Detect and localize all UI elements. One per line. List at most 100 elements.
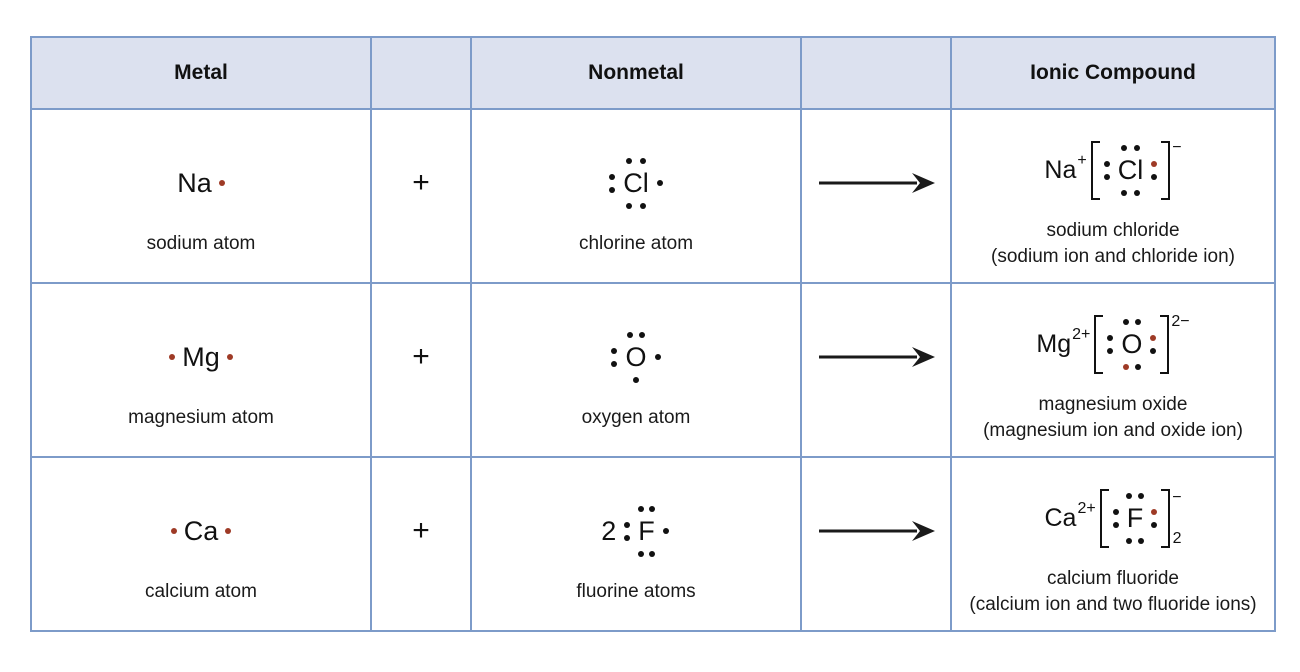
nonmetal-cell-fluorine: 2 F fluori xyxy=(470,456,802,632)
bracket-right xyxy=(1161,140,1171,200)
valence-dot xyxy=(1112,508,1119,515)
column-header-metal: Metal xyxy=(30,36,372,110)
valence-dot xyxy=(649,505,656,512)
operator-cell-plus: + xyxy=(370,282,472,458)
valence-dot xyxy=(169,354,176,361)
stoichiometric-coefficient: 2 xyxy=(601,515,617,546)
valence-dot xyxy=(1103,173,1110,180)
valence-dot xyxy=(1112,521,1119,528)
element-symbol-o: O xyxy=(625,341,647,372)
transferred-electron-dot xyxy=(1151,160,1158,167)
table-row: Ca calcium atom + 2 xyxy=(30,456,1276,632)
arrow-right-icon xyxy=(819,347,935,368)
operator-cell-arrow xyxy=(800,456,952,632)
label-chlorine-atom: chlorine atom xyxy=(578,233,694,255)
ionic-compound-cell-sodium-chloride: Na + Cl xyxy=(950,108,1276,284)
valence-dot xyxy=(1151,521,1158,528)
valence-dot xyxy=(170,528,177,535)
label-oxygen-atom: oxygen atom xyxy=(581,407,691,429)
metal-cell-calcium: Ca calcium atom xyxy=(30,456,372,632)
valence-dot xyxy=(1107,347,1114,354)
valence-dot xyxy=(1150,347,1157,354)
valence-dot xyxy=(1126,492,1133,499)
table-header: Metal Nonmetal Ionic Compound xyxy=(30,36,1276,110)
column-header-ionic-compound: Ionic Compound xyxy=(950,36,1276,110)
plus-icon: + xyxy=(412,340,430,374)
valence-dot xyxy=(226,354,233,361)
operator-cell-plus: + xyxy=(370,456,472,632)
header-spacer-arrow xyxy=(800,36,952,110)
anion-symbol-f: F xyxy=(1126,502,1144,533)
valence-dot xyxy=(632,376,639,383)
valence-dot xyxy=(639,157,646,164)
element-symbol-na: Na xyxy=(177,167,212,198)
valence-dot xyxy=(218,180,225,187)
label-sodium-chloride: sodium chloride xyxy=(1046,220,1180,242)
element-symbol-cl: Cl xyxy=(623,167,649,198)
valence-dot xyxy=(662,528,669,535)
operator-cell-arrow xyxy=(800,282,952,458)
lewis-structure-calcium-fluoride: Ca 2+ F xyxy=(952,470,1274,566)
table-row: Mg magnesium atom + xyxy=(30,282,1276,458)
ionic-compound-formation-table: Metal Nonmetal Ionic Compound Na xyxy=(30,36,1276,632)
valence-dot xyxy=(1137,537,1144,544)
label-calcium-atom: calcium atom xyxy=(145,581,257,603)
valence-dot xyxy=(225,528,232,535)
ionic-compound-cell-magnesium-oxide: Mg 2+ O xyxy=(950,282,1276,458)
label-calcium-fluoride: calcium fluoride xyxy=(1047,568,1179,590)
cation-charge: 2+ xyxy=(1077,499,1096,517)
valence-dot xyxy=(1135,318,1142,325)
bracket-left xyxy=(1094,314,1104,374)
cation-symbol-mg: Mg xyxy=(1036,329,1072,358)
anion-symbol-cl: Cl xyxy=(1117,154,1144,185)
table-row: Na sodium atom + xyxy=(30,108,1276,284)
bracket-left xyxy=(1090,140,1100,200)
anion-charge: 2− xyxy=(1171,312,1190,330)
nonmetal-cell-oxygen: O oxygen atom xyxy=(470,282,802,458)
lewis-structure-magnesium: Mg xyxy=(32,309,370,405)
anion-symbol-o: O xyxy=(1121,328,1143,359)
valence-dot xyxy=(609,173,616,180)
valence-dot xyxy=(1135,363,1142,370)
valence-dot xyxy=(1134,189,1141,196)
lewis-structure-magnesium-oxide: Mg 2+ O xyxy=(952,296,1274,392)
valence-dot xyxy=(611,360,618,367)
plus-icon: + xyxy=(412,166,430,200)
valence-dot xyxy=(637,505,644,512)
table-body: Na sodium atom + xyxy=(30,108,1276,632)
element-symbol-mg: Mg xyxy=(182,341,220,372)
element-symbol-f: F xyxy=(638,515,655,546)
valence-dot xyxy=(637,550,644,557)
valence-dot xyxy=(626,157,633,164)
valence-dot xyxy=(1103,160,1110,167)
valence-dot xyxy=(1120,144,1127,151)
header-row: Metal Nonmetal Ionic Compound xyxy=(30,36,1276,110)
arrow-right-icon xyxy=(819,521,935,542)
operator-cell-plus: + xyxy=(370,108,472,284)
label-magnesium-oxide: magnesium oxide xyxy=(1038,394,1188,416)
lewis-structure-chlorine: Cl xyxy=(472,135,800,231)
bracket-right xyxy=(1161,488,1171,548)
header-spacer-plus xyxy=(370,36,472,110)
metal-cell-sodium: Na sodium atom xyxy=(30,108,372,284)
cation-charge: + xyxy=(1077,151,1087,169)
cation-symbol-ca: Ca xyxy=(1044,503,1077,532)
ionic-compound-cell-calcium-fluoride: Ca 2+ F xyxy=(950,456,1276,632)
lewis-structure-fluorine: 2 F xyxy=(472,483,800,579)
valence-dot xyxy=(1126,537,1133,544)
label-calcium-fluoride-detail: (calcium ion and two fluoride ions) xyxy=(969,594,1257,615)
cation-symbol-na: Na xyxy=(1044,155,1077,184)
label-magnesium-atom: magnesium atom xyxy=(128,407,274,429)
transferred-electron-dot xyxy=(1151,508,1158,515)
lewis-structure-oxygen: O xyxy=(472,309,800,405)
operator-cell-arrow xyxy=(800,108,952,284)
valence-dot xyxy=(1137,492,1144,499)
anion-subscript: 2 xyxy=(1172,529,1182,547)
metal-cell-magnesium: Mg magnesium atom xyxy=(30,282,372,458)
label-sodium-chloride-detail: (sodium ion and chloride ion) xyxy=(991,246,1235,267)
transferred-electron-dot xyxy=(1150,334,1157,341)
valence-dot xyxy=(1134,144,1141,151)
element-symbol-ca: Ca xyxy=(183,515,219,546)
bracket-right xyxy=(1160,314,1170,374)
